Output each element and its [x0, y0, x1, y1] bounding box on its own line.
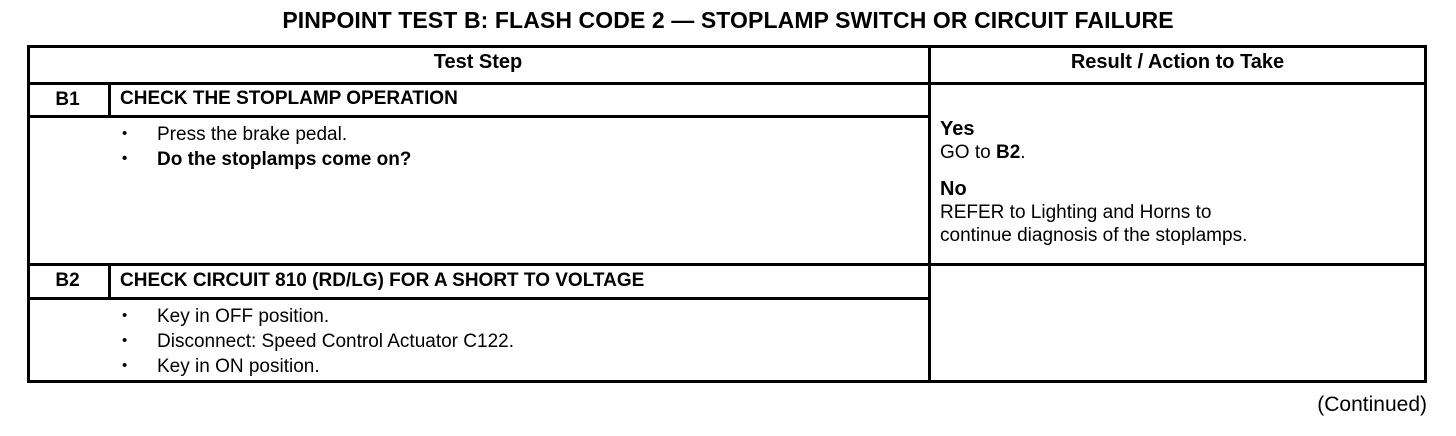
result-answer-yes: Yes: [940, 118, 975, 140]
step-list-b1: Press the brake pedal. Do the stoplamps …: [122, 121, 411, 172]
result-action-no-line2: continue diagnosis of the stoplamps.: [940, 225, 1248, 246]
step-id-divider-b2: [108, 263, 111, 297]
page-title: PINPOINT TEST B: FLASH CODE 2 — STOPLAMP…: [282, 7, 1174, 33]
result-action-no-line1: REFER to Lighting and Horns to: [940, 202, 1212, 223]
row-divider-b1-b2: [27, 263, 1427, 266]
table-header-rule: [27, 82, 1427, 85]
result-action-yes-target: B2: [995, 142, 1021, 163]
list-item: Do the stoplamps come on?: [122, 146, 411, 172]
list-item: Key in OFF position.: [122, 303, 514, 329]
list-item: Press the brake pedal.: [122, 121, 411, 147]
result-action-yes-suffix: .: [1020, 142, 1026, 163]
result-spacer: [940, 164, 1420, 178]
step-id-divider-b1: [108, 82, 111, 115]
result-block-b1: Yes GO to B2. No REFER to Lighting and H…: [940, 118, 1420, 247]
column-header-test-step: Test Step: [433, 51, 523, 73]
result-action-yes-prefix: GO to: [940, 142, 996, 163]
table-column-divider: [928, 45, 931, 383]
step-title-rule-b2: [27, 297, 928, 300]
step-id-b1: B1: [55, 89, 80, 110]
result-action-yes: GO to B2.: [940, 141, 1420, 164]
result-answer-no: No: [940, 178, 967, 200]
step-title-b2: CHECK CIRCUIT 810 (RD/LG) FOR A SHORT TO…: [120, 270, 645, 291]
step-title-b1: CHECK THE STOPLAMP OPERATION: [120, 88, 458, 109]
list-item: Disconnect: Speed Control Actuator C122.: [122, 328, 514, 354]
step-title-rule-b1: [27, 115, 928, 118]
step-id-b2: B2: [55, 270, 80, 291]
step-list-b2: Key in OFF position. Disconnect: Speed C…: [122, 303, 514, 379]
column-header-result-action: Result / Action to Take: [1070, 51, 1285, 73]
continued-note: (Continued): [1317, 393, 1427, 416]
list-item: Key in ON position.: [122, 353, 514, 379]
